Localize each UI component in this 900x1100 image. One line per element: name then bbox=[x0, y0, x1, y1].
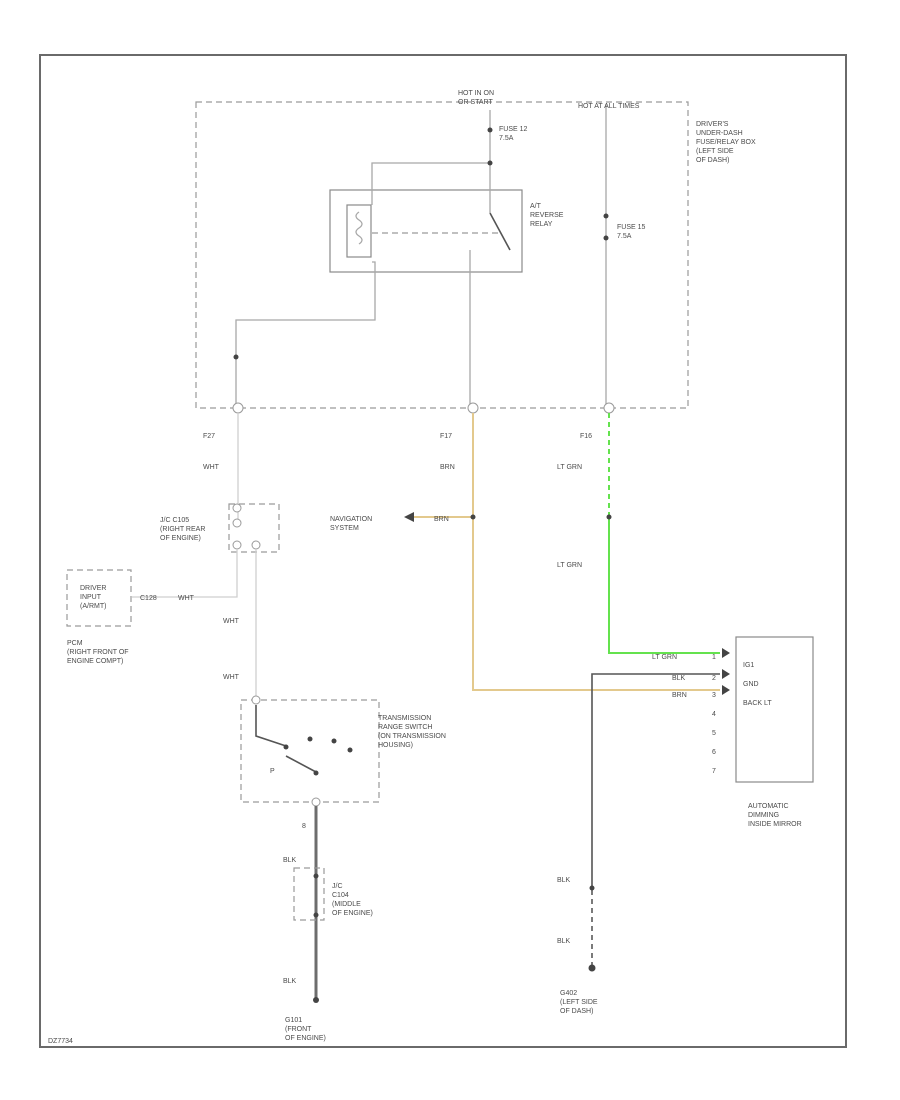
label-blk-3: BLK bbox=[557, 877, 571, 884]
blk-splice-dot bbox=[589, 885, 595, 891]
fuse-15-dot-top bbox=[603, 213, 609, 219]
jc-c104-outline bbox=[293, 867, 325, 921]
trans-contact-3 bbox=[331, 738, 337, 744]
label-hot-at-all-times: HOT AT ALL TIMES bbox=[578, 103, 640, 110]
coil-ground-junction bbox=[233, 354, 239, 360]
label-pin-8: 8 bbox=[302, 823, 306, 830]
nav-arrow bbox=[404, 512, 414, 522]
label-pcm-pin: C128 bbox=[140, 595, 157, 602]
label-lt-grn-2: LT GRN bbox=[557, 562, 582, 569]
label-pin-f16: F16 bbox=[580, 433, 592, 440]
wire-wht-to-pcm bbox=[132, 549, 238, 598]
jc-c105-pin-2 bbox=[232, 518, 242, 528]
connector-f27 bbox=[232, 402, 244, 414]
jc-c105-pin-4 bbox=[251, 540, 261, 550]
label-wht-pcm: WHT bbox=[178, 595, 195, 602]
fuse-12-dot bbox=[487, 127, 493, 133]
label-pin-f17: F17 bbox=[440, 433, 452, 440]
label-blk-1: BLK bbox=[283, 857, 297, 864]
reverse-relay-box bbox=[329, 189, 523, 273]
relay-coil bbox=[346, 204, 372, 258]
wire-coil-feed bbox=[371, 162, 490, 205]
trans-switch-pin bbox=[251, 695, 261, 705]
label-mirror-pin-1: 1 bbox=[712, 654, 716, 661]
ltgrn-junction-dot bbox=[606, 514, 612, 520]
label-blk-2: BLK bbox=[283, 978, 297, 985]
relay-coil-winding bbox=[355, 211, 363, 245]
trans-contact-4 bbox=[347, 747, 353, 753]
label-mirror-pin-4: 4 bbox=[712, 711, 716, 718]
label-mirror-ig: IG1 bbox=[743, 662, 754, 669]
label-wht-3: WHT bbox=[223, 674, 240, 681]
label-mirror-brn: BRN bbox=[672, 692, 687, 699]
label-blk-4: BLK bbox=[557, 938, 571, 945]
label-brn-nav: BRN bbox=[434, 516, 449, 523]
label-brn-1: BRN bbox=[440, 464, 455, 471]
trans-arm-pivot bbox=[313, 770, 319, 776]
connector-f17 bbox=[467, 402, 479, 414]
jc-c104-dot-2 bbox=[313, 912, 319, 918]
wire-blk-mirror bbox=[591, 673, 720, 890]
jc-c105-pin-1 bbox=[232, 503, 242, 513]
pcm-outline bbox=[66, 569, 132, 627]
label-mirror-back: BACK LT bbox=[743, 700, 772, 707]
wire-ltgrn-main bbox=[608, 517, 720, 654]
trans-contact-1 bbox=[283, 744, 289, 750]
jc-c104-dot-1 bbox=[313, 873, 319, 879]
label-mirror-gnd: GND bbox=[743, 681, 759, 688]
connector-f16 bbox=[603, 402, 615, 414]
trans-switch-feed bbox=[255, 705, 287, 747]
label-mirror-pin-3: 3 bbox=[712, 692, 716, 699]
label-lt-grn-1: LT GRN bbox=[557, 464, 582, 471]
fuse-15-dot-bottom bbox=[603, 235, 609, 241]
fuse-12-junction bbox=[487, 160, 493, 166]
trans-contact-2 bbox=[307, 736, 313, 742]
label-mirror-pin-2: 2 bbox=[712, 675, 716, 682]
label-mirror-lt-grn: LT GRN bbox=[652, 654, 677, 661]
trans-switch-arm bbox=[285, 755, 317, 773]
trans-switch-outline bbox=[240, 699, 380, 803]
label-wht-1: WHT bbox=[203, 464, 220, 471]
label-wht-2: WHT bbox=[223, 618, 240, 625]
fuse-relay-box-outline bbox=[195, 101, 689, 409]
label-pin-f27: F27 bbox=[203, 433, 215, 440]
relay-contact bbox=[489, 212, 511, 251]
label-footer-code: DZ7734 bbox=[48, 1038, 73, 1045]
label-mirror-pin-6: 6 bbox=[712, 749, 716, 756]
wire-brn-main bbox=[472, 413, 720, 691]
label-mirror-pin-7: 7 bbox=[712, 768, 716, 775]
g101-ground-dot bbox=[313, 997, 319, 1003]
label-trans-p: P bbox=[270, 768, 275, 775]
diagram-frame bbox=[39, 54, 847, 1048]
mirror-arrow-1 bbox=[722, 648, 730, 658]
label-mirror-blk: BLK bbox=[672, 675, 686, 682]
jc-c105-outline bbox=[228, 503, 280, 553]
label-mirror-pin-5: 5 bbox=[712, 730, 716, 737]
brn-junction-dot bbox=[470, 514, 476, 520]
jc-c105-pin-3 bbox=[232, 540, 242, 550]
wire-coil-ground bbox=[235, 261, 376, 405]
mirror-arrow-2 bbox=[722, 669, 730, 679]
mirror-arrow-3 bbox=[722, 685, 730, 695]
mirror-box bbox=[735, 636, 814, 783]
trans-ground-pin bbox=[311, 797, 321, 807]
g402-ground-dot bbox=[588, 964, 596, 972]
